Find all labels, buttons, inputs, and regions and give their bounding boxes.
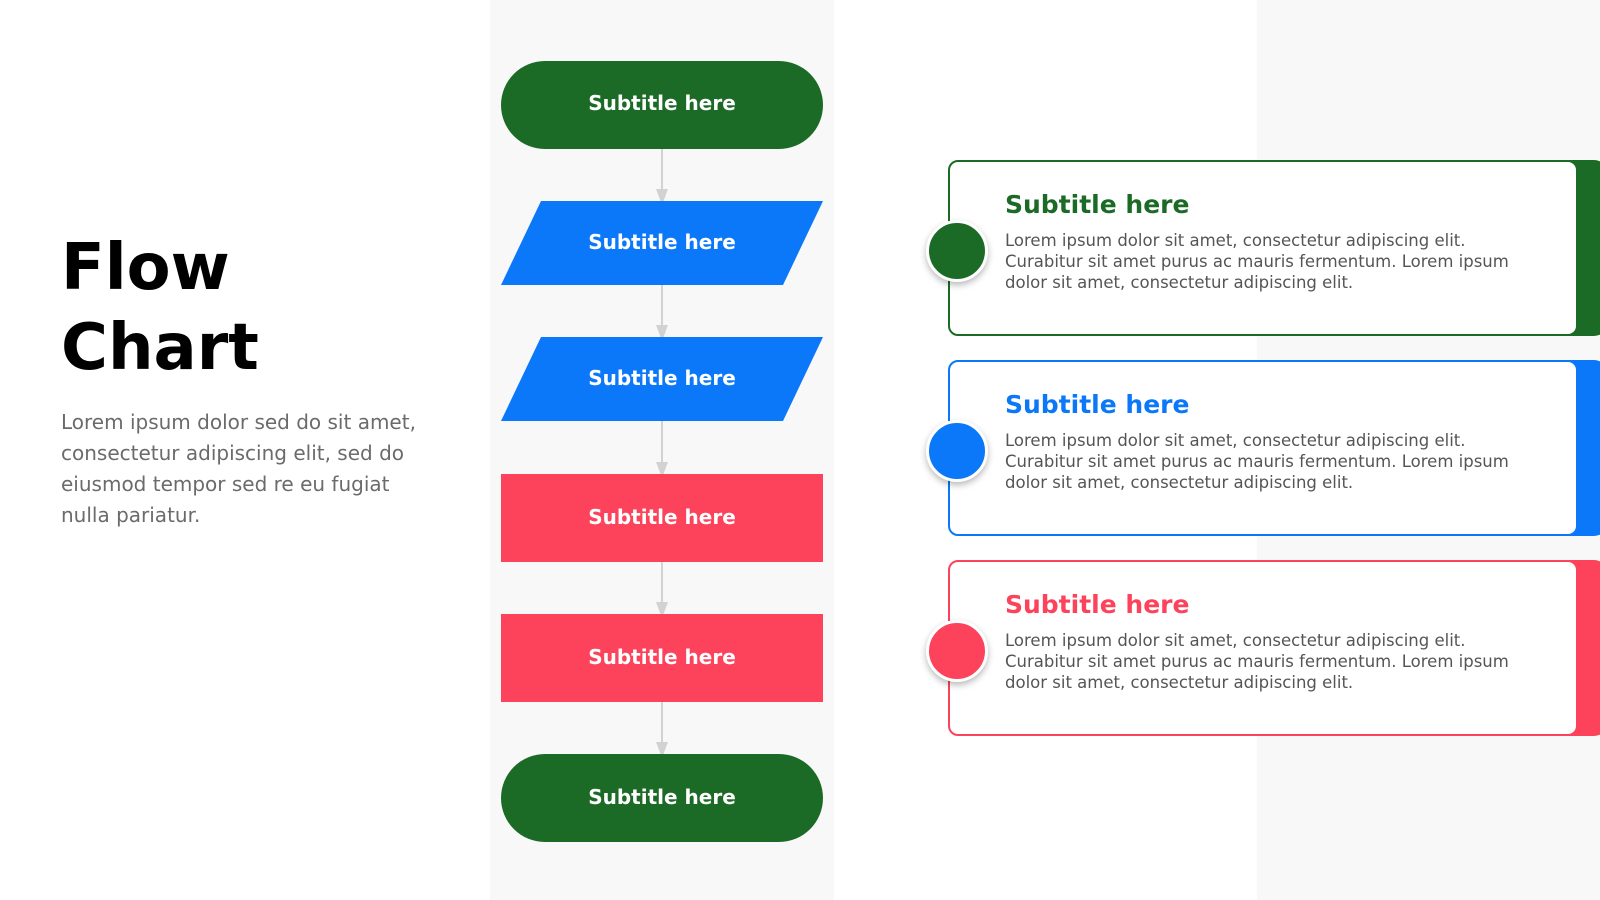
card-1-title: Subtitle here <box>1005 190 1190 219</box>
info-card-2: Subtitle here Lorem ipsum dolor sit amet… <box>926 360 1600 536</box>
flow-node-6-label: Subtitle here <box>588 785 736 809</box>
card-3-box: Subtitle here Lorem ipsum dolor sit amet… <box>926 560 1578 736</box>
page-title: Flow Chart <box>61 228 421 388</box>
flow-node-3-label: Subtitle here <box>588 366 736 390</box>
card-1-marker-dot <box>926 220 988 282</box>
center-background-band <box>490 0 834 900</box>
flow-node-5-label: Subtitle here <box>588 645 736 669</box>
card-3-text: Lorem ipsum dolor sit amet, consectetur … <box>1005 631 1509 692</box>
info-card-3: Subtitle here Lorem ipsum dolor sit amet… <box>926 560 1600 736</box>
title-line-1: Flow <box>61 231 230 305</box>
card-2-title: Subtitle here <box>1005 390 1190 419</box>
card-1-text: Lorem ipsum dolor sit amet, consectetur … <box>1005 231 1509 292</box>
flow-node-4-label: Subtitle here <box>588 505 736 529</box>
card-2-marker-dot <box>926 420 988 482</box>
card-3-title: Subtitle here <box>1005 590 1190 619</box>
card-2-box: Subtitle here Lorem ipsum dolor sit amet… <box>926 360 1578 536</box>
info-card-1: Subtitle here Lorem ipsum dolor sit amet… <box>926 160 1600 336</box>
card-3-marker-dot <box>926 620 988 682</box>
card-2-text: Lorem ipsum dolor sit amet, consectetur … <box>1005 431 1509 492</box>
intro-text: Lorem ipsum dolor sed do sit amet, conse… <box>61 410 416 527</box>
flow-node-2-label: Subtitle here <box>588 230 736 254</box>
card-1-box: Subtitle here Lorem ipsum dolor sit amet… <box>926 160 1578 336</box>
flow-node-1-label: Subtitle here <box>588 91 736 115</box>
title-line-2: Chart <box>61 311 259 385</box>
